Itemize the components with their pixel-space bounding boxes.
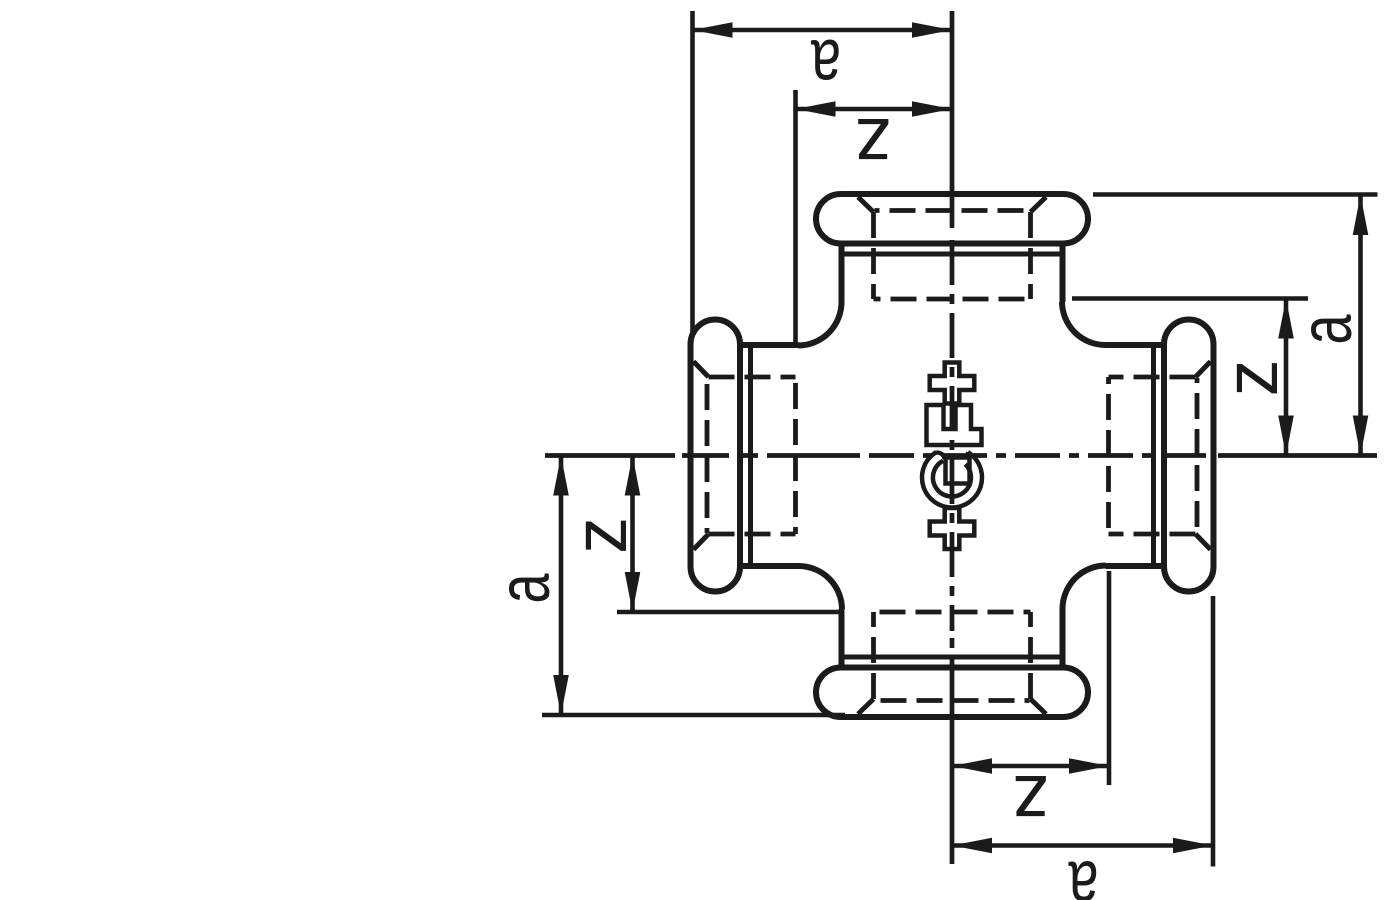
svg-text:z: z <box>1012 760 1049 845</box>
svg-text:z: z <box>557 517 642 554</box>
svg-text:a: a <box>1283 314 1367 345</box>
svg-text:a: a <box>481 573 565 604</box>
svg-text:z: z <box>855 103 892 188</box>
svg-text:z: z <box>1208 360 1293 397</box>
svg-text:a: a <box>810 24 841 108</box>
svg-text:a: a <box>1068 845 1099 900</box>
